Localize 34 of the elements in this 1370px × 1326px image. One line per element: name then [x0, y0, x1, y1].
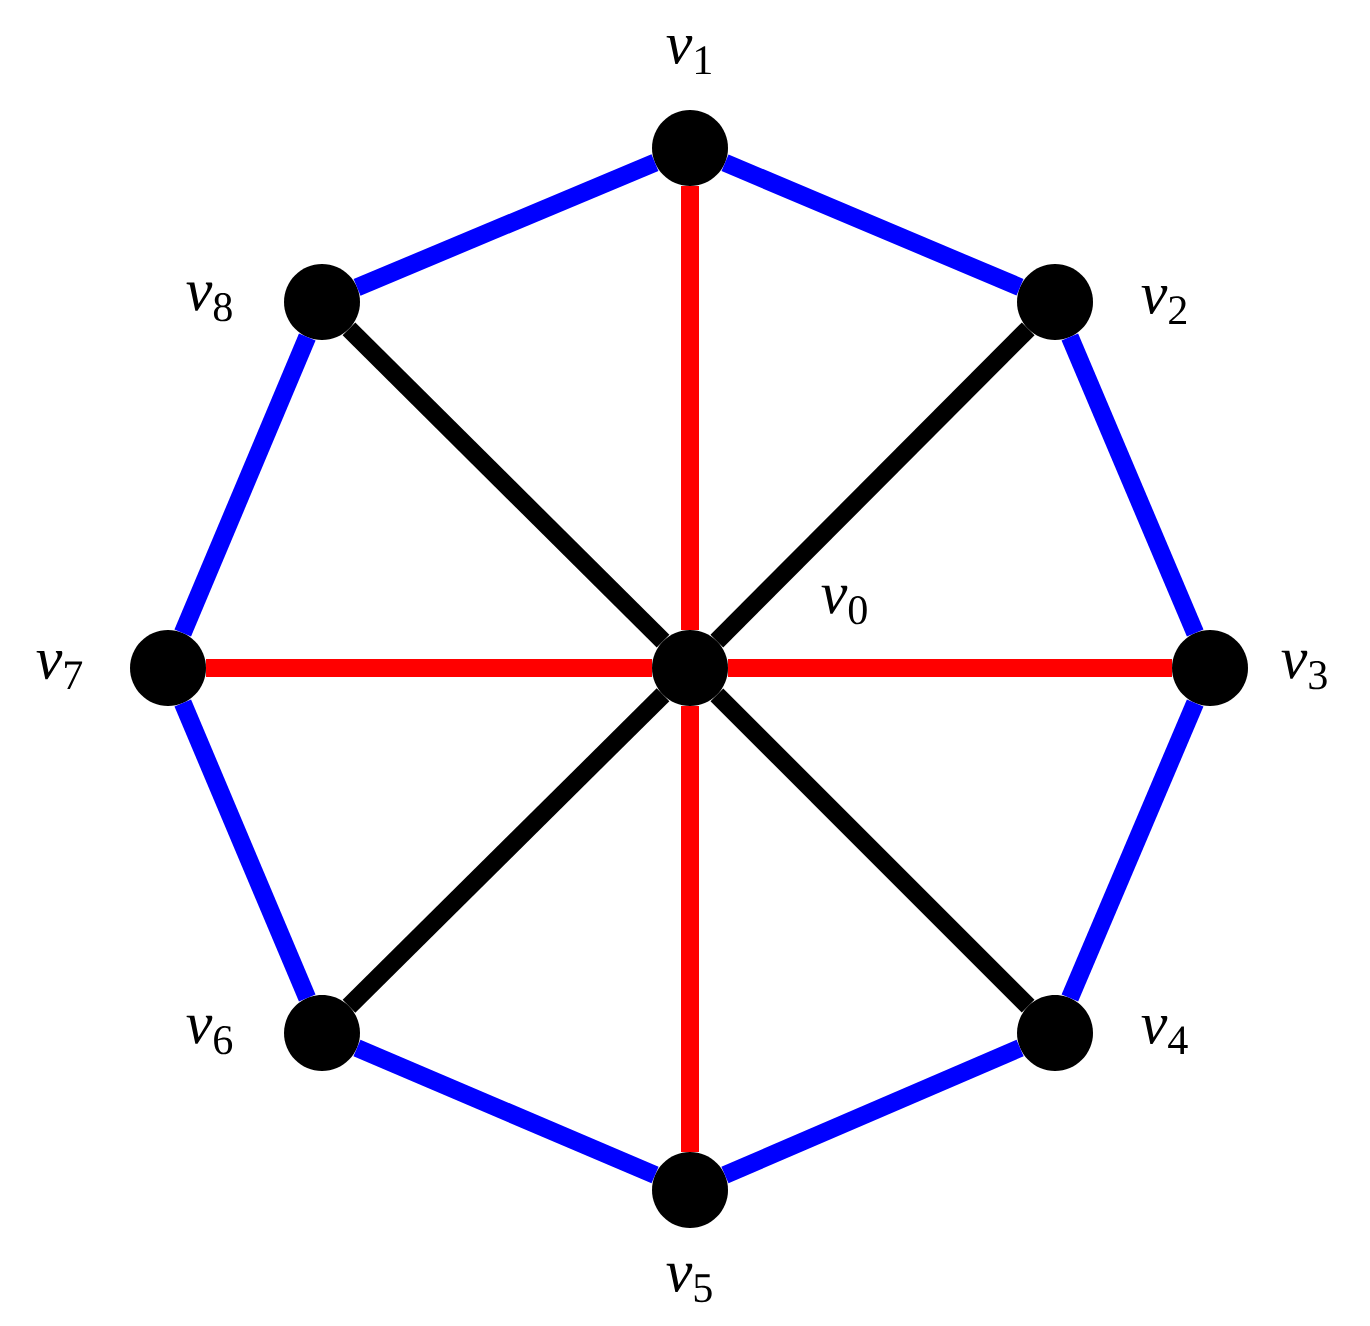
graph-edge	[342, 688, 670, 1013]
graph-edge	[353, 1039, 659, 1184]
vertex-dot	[1172, 630, 1248, 706]
vertex-label: v$_{1}$	[666, 35, 711, 75]
vertex-label: v$_{7}$	[36, 651, 83, 689]
vertex-label: v$_{2}$	[1141, 285, 1186, 325]
vertex-dot	[652, 110, 728, 186]
graph-edge	[353, 154, 659, 296]
graph-edge	[342, 322, 670, 648]
vertex-label: v$_{5}$	[666, 1263, 712, 1303]
graph-edge	[1061, 699, 1204, 1002]
vertex-label: v$_{4}$	[1141, 1016, 1188, 1054]
vertex-label: v$_{6}$	[186, 1015, 233, 1055]
graph-edge	[206, 659, 652, 677]
graph-edge	[710, 322, 1035, 648]
vertex-dot	[652, 630, 728, 706]
graph-edge	[728, 659, 1172, 677]
graph-edge	[710, 688, 1035, 1013]
graph-edge	[1061, 333, 1204, 637]
graph-edge	[721, 1039, 1024, 1184]
vertex-label: v$_{3}$	[1281, 650, 1327, 690]
vertex-dot	[652, 1152, 728, 1228]
graph-edge	[174, 333, 316, 637]
graph-edge	[721, 154, 1024, 296]
vertex-dot	[1017, 264, 1093, 340]
vertex-dot	[1017, 995, 1093, 1071]
graph-edge	[174, 699, 316, 1002]
vertex-dot	[130, 630, 206, 706]
graph-edge	[681, 186, 699, 630]
vertex-label: v$_{0}$	[821, 585, 867, 625]
vertex-dot	[284, 995, 360, 1071]
vertex-label: v$_{8}$	[186, 282, 232, 322]
graph-edge	[681, 706, 699, 1152]
vertex-dot	[284, 264, 360, 340]
